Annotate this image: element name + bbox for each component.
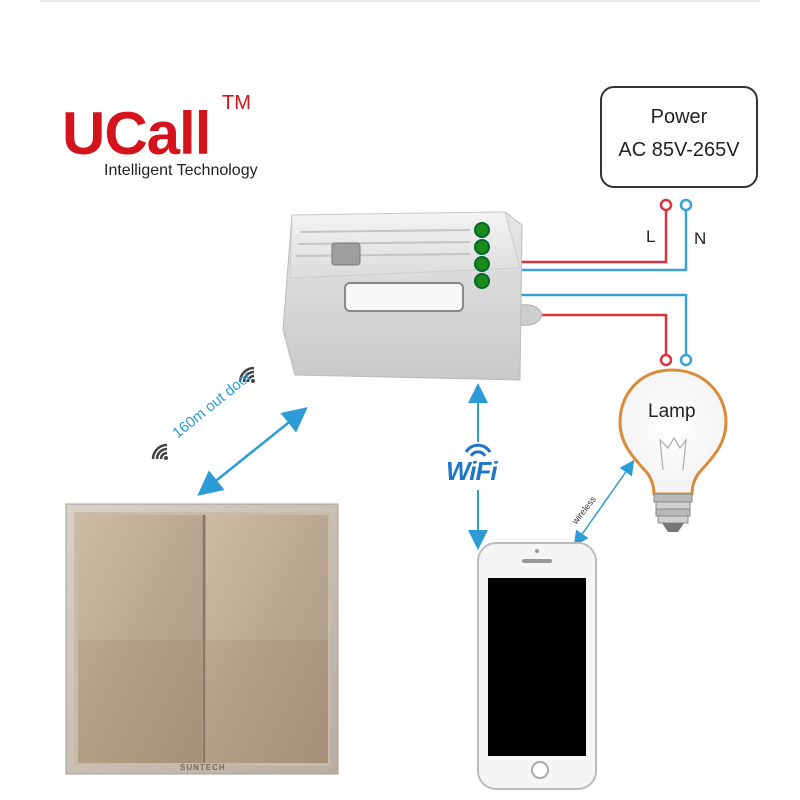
wire-neutral-out: [520, 293, 688, 356]
power-title: Power: [650, 106, 708, 128]
power-box: Power AC 85V-265V: [600, 86, 758, 188]
wire-neutral-in: [520, 208, 688, 272]
controller-module: [282, 211, 543, 381]
module-label-slot: [344, 282, 464, 312]
logo-tagline: Intelligent Technology: [104, 162, 258, 179]
phone-home-button: [531, 761, 549, 779]
wall-switch: [65, 503, 339, 775]
distance-arrow: [197, 407, 308, 496]
logo-trademark: TM: [222, 92, 251, 114]
neutral-terminal-label: N: [694, 229, 707, 248]
logo-brand: UCall: [62, 100, 211, 167]
live-terminal-label: L: [646, 227, 656, 246]
switch-brand-label: SUNTECH: [180, 763, 226, 772]
wire-live-out: [520, 313, 668, 356]
power-range: AC 85V-265V: [618, 139, 740, 161]
terminal-live-top: [659, 198, 673, 212]
top-divider: [40, 0, 760, 2]
wifi-logo-text: WiFi: [446, 456, 498, 486]
terminal-neutral-top: [679, 198, 693, 212]
module-button: [331, 242, 361, 266]
wifi-logo-arcs: [464, 443, 492, 457]
terminal-neutral-bottom: [679, 353, 693, 367]
phone-screen: [488, 578, 586, 756]
wifi-signal-icon-lower: [151, 443, 168, 460]
lamp-label: Lamp: [648, 401, 696, 422]
switch-rocker-right: [206, 515, 328, 763]
wire-live-in: [520, 208, 668, 264]
module-leds: [474, 222, 490, 289]
wireless-arrow: [573, 459, 635, 547]
smartphone: [477, 542, 597, 790]
lamp-bulb: [618, 368, 728, 532]
wifi-signal-icon-upper: [238, 366, 255, 383]
terminal-live-bottom: [659, 353, 673, 367]
switch-rocker-left: [78, 515, 202, 763]
wires: [520, 198, 693, 367]
